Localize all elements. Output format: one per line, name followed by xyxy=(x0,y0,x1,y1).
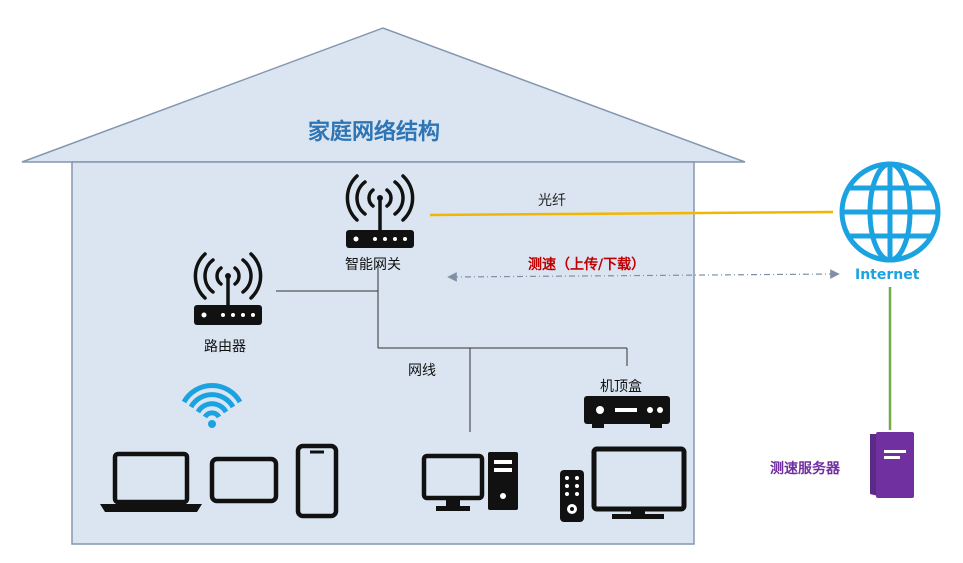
tablet-icon xyxy=(209,456,279,504)
fiber-line xyxy=(429,210,834,217)
settop-label: 机顶盒 xyxy=(600,379,642,395)
laptop-icon xyxy=(100,451,202,512)
fiber-label: 光纤 xyxy=(538,193,566,209)
wifi-gateway-icon xyxy=(345,174,415,248)
server-label: 测速服务器 xyxy=(770,461,840,477)
house-body xyxy=(71,161,695,545)
cable-lines xyxy=(276,262,628,432)
router-label: 路由器 xyxy=(204,339,246,355)
speedtest-line xyxy=(447,269,840,282)
desktop-computer-icon xyxy=(421,452,518,511)
server-icon xyxy=(870,432,914,498)
remote-control-icon xyxy=(560,470,584,522)
set-top-box-icon xyxy=(584,396,670,428)
cable-label: 网线 xyxy=(408,363,436,379)
wifi-router-icon xyxy=(193,252,263,325)
tv-icon xyxy=(591,446,687,519)
speedtest-label: 测速（上传/下载） xyxy=(528,257,646,273)
internet-label: Internet xyxy=(855,267,920,283)
gateway-label: 智能网关 xyxy=(345,257,401,273)
globe-icon xyxy=(839,161,941,263)
diagram-title: 家庭网络结构 xyxy=(308,120,441,145)
wifi-signal-icon xyxy=(181,383,243,428)
phone-icon xyxy=(295,443,339,519)
